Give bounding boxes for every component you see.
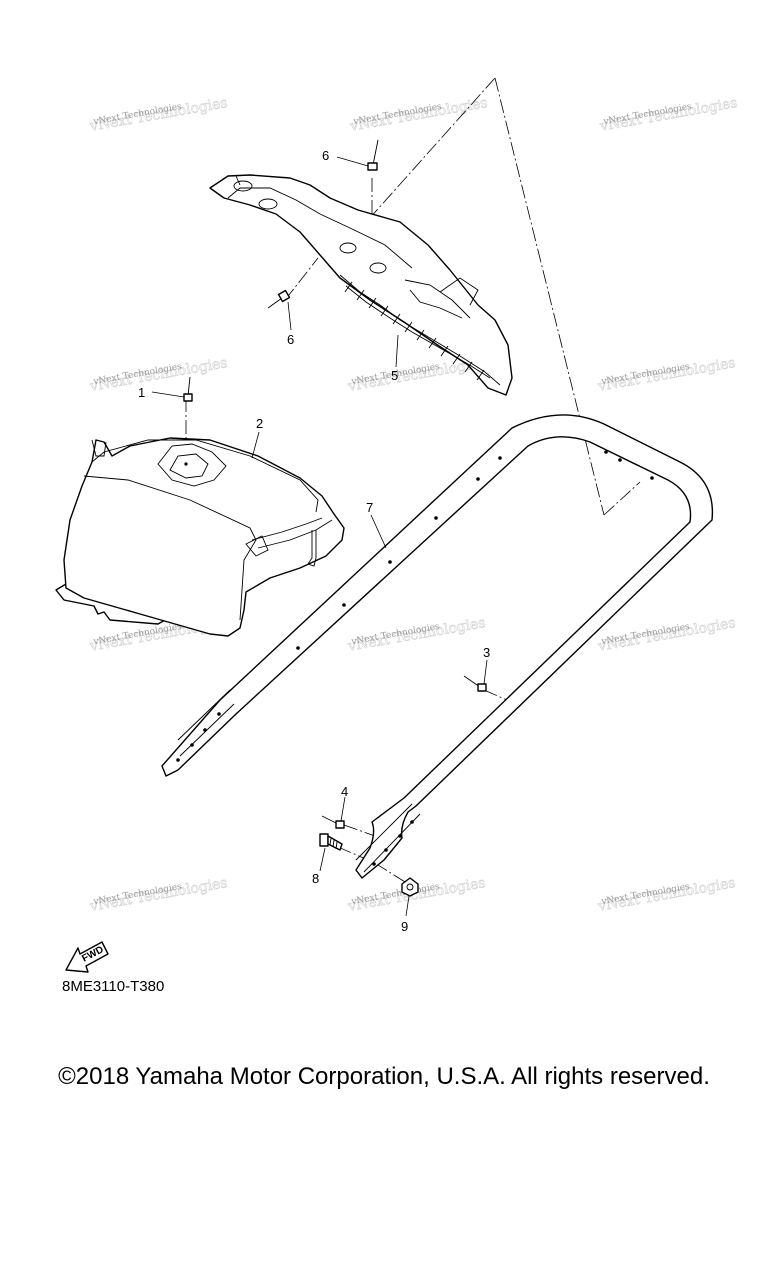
callout-3: 3 <box>483 645 490 660</box>
diagram-code: 8ME3110-T380 <box>62 978 165 995</box>
callout-5: 5 <box>391 368 398 383</box>
part-6-bolt-lower <box>267 289 292 331</box>
bumper-grille <box>344 281 485 381</box>
frame-holes <box>176 450 654 866</box>
callout-1: 1 <box>138 385 145 400</box>
part-2-storage-bag <box>55 437 345 637</box>
part-8-bolt <box>319 833 343 872</box>
callout-9: 9 <box>401 919 408 934</box>
callout-4: 4 <box>341 784 348 799</box>
leader-2 <box>251 431 260 459</box>
callout-2: 2 <box>256 416 263 431</box>
leader-5 <box>395 334 399 368</box>
part-9-nut <box>401 877 419 917</box>
callouts: 6 6 5 1 2 7 3 4 8 9 <box>138 148 490 934</box>
callout-6-upper: 6 <box>322 148 329 163</box>
part-4-rivet <box>321 796 346 829</box>
callout-8: 8 <box>312 871 319 886</box>
part-7-frame-tube <box>161 414 714 879</box>
copyright-notice: ©2018 Yamaha Motor Corporation, U.S.A. A… <box>58 1063 710 1090</box>
callout-7: 7 <box>366 500 373 515</box>
part-1-bolt <box>151 376 193 402</box>
leader-7 <box>370 514 387 549</box>
callout-6-lower: 6 <box>287 332 294 347</box>
fwd-arrow-icon: FWD <box>65 941 109 973</box>
part-6-bolt-upper <box>336 139 379 171</box>
part-5-rear-bumper <box>209 174 513 396</box>
parts-diagram: vNext Technologies vNext Technologies vN… <box>55 77 739 973</box>
part-3-rivet <box>463 659 488 692</box>
